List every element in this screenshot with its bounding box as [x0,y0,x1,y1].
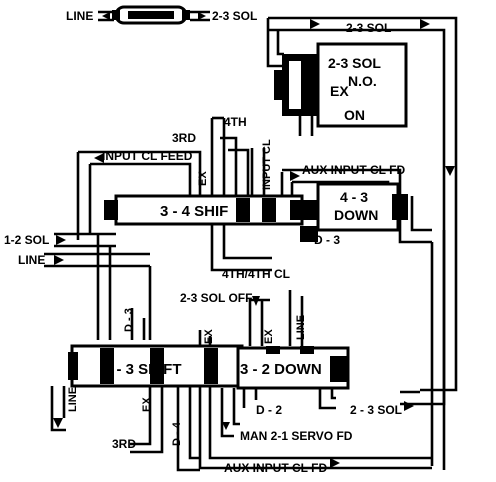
label-valve-43-down-a: 4 - 3 [340,189,368,205]
label-valve-43-down-b: DOWN [334,207,378,223]
label-valve-23-shift: 2 - 3 SHIFT [104,361,182,378]
third-bottom-line [130,420,164,454]
arrow-icon [404,401,414,411]
valve-43-down [300,182,408,242]
label-sol23-off: 2-3 SOL OFF [180,291,252,305]
label-d4: D - 4 [171,421,183,446]
valve-23-shift [68,344,244,388]
arrow-icon [290,171,300,181]
aux-riser [280,172,294,196]
label-valve-34-shift: 3 - 4 SHIF [160,203,228,220]
label-ex-bottom: EX [141,397,153,412]
label-sol23-top-left: 2-3 SOL [212,9,257,23]
solenoid-exhaust [298,116,314,136]
label-input-cl-feed: INPUT CL FEED [102,149,193,163]
label-line-bottom-left: LINE [67,387,79,412]
label-third-bottom: 3RD [112,437,136,451]
fourth-cl-drop [210,224,272,272]
third-riser [220,136,250,196]
arrow-icon [94,153,104,163]
arrow-icon [310,19,320,29]
arrow-icon [252,296,260,306]
arrow-icon [198,12,206,20]
label-d3-vertical: D - 3 [123,308,135,332]
label-d3-right: D - 3 [314,233,340,247]
sol23-bottom-line [318,388,336,410]
arrow-icon [420,19,430,29]
aux-right-down [430,230,446,470]
top-line-fitting [112,5,190,25]
sol23-branch [266,18,284,68]
label-solenoid-no: N.O. [348,73,377,89]
label-solenoid-ex: EX [330,83,349,99]
label-d2: D - 2 [256,403,282,417]
label-ex-top: EX [197,171,209,186]
d3-vertical-lines [130,308,146,340]
arrow-icon [445,166,455,176]
input-cl-riser [250,148,266,196]
arrow-icon [102,12,110,20]
d3-right-line [300,230,312,242]
arrow-icon [222,422,230,430]
solenoid-23-no [274,42,408,136]
line-top-pipe [98,10,114,22]
line-vertical [288,290,304,346]
sol23-bottom-to-right [400,390,420,406]
arrow-icon [53,418,63,428]
left-verticals [96,234,112,340]
sol12-line [54,232,116,248]
d2-line [242,388,258,408]
label-ex-mid-a: EX [203,329,215,344]
sol23-top-pipe [190,10,210,22]
label-fourth: 4TH [224,115,247,129]
label-line-mid: LINE [18,253,45,267]
label-input-cl-vertical: INPUT CL [261,139,273,190]
arrow-icon [330,458,340,468]
label-valve-32-down: 3 - 2 DOWN [240,361,322,378]
input-cl-feed-line [78,150,202,204]
label-third-top: 3RD [172,131,196,145]
man21-line [220,388,240,438]
label-aux-input-cl-fd-top: AUX INPUT CL FD [302,163,405,177]
label-man21-servo: MAN 2-1 SERVO FD [240,429,353,443]
arrow-icon [54,255,64,265]
label-ex-mid-b: EX [263,329,275,344]
label-line-vertical: LINE [295,315,307,340]
ex-mid-line [198,330,212,346]
arrow-icon [56,235,66,245]
line-bottom-left [50,386,66,432]
valve-32-down [236,346,350,390]
label-aux-input-cl-fd-bottom: AUX INPUT CL FD [224,461,327,475]
label-fourth-fourth-cl: 4TH/4TH CL [222,267,290,281]
label-line-top: LINE [66,9,93,23]
label-sol12: 1-2 SOL [4,233,49,247]
fourth-riser [210,118,226,196]
label-sol23-top-right: 2-3 SOL [346,21,391,35]
aux-input-bottom-join [356,456,432,470]
label-solenoid-title: 2-3 SOL [328,55,381,71]
solenoid-box [316,42,408,128]
d4-line [176,386,200,472]
input-cl-feed-vertical [76,152,92,240]
valve-34-shift [104,194,318,226]
ex-bottom-line [148,386,164,434]
label-solenoid-state: ON [344,107,365,123]
label-sol23-bottom: 2 - 3 SOL [350,403,402,417]
sol23-main-feed-line [268,16,458,392]
aux-input-bottom [198,386,356,470]
